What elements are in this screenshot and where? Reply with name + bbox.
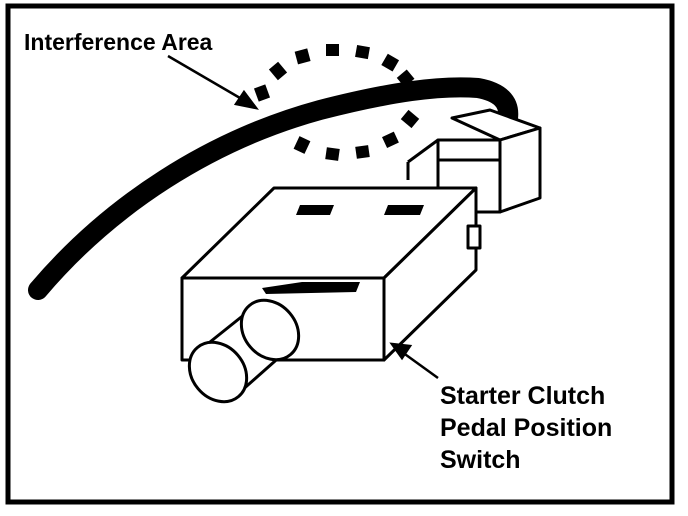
switch-arrowhead <box>389 342 413 361</box>
top-slots <box>296 205 424 215</box>
interference-area-label: Interference Area <box>24 29 213 55</box>
leader-arrows <box>167 54 439 380</box>
interference-arrowhead <box>233 89 259 110</box>
switch-leader <box>401 350 439 380</box>
plunger-rod <box>187 298 301 404</box>
wire-harness <box>28 77 519 300</box>
interference-zone-icon <box>253 44 420 161</box>
switch-label-line1: Starter Clutch <box>440 382 605 410</box>
switch-label-line3: Switch <box>440 446 521 474</box>
front-recess <box>262 282 360 294</box>
interference-leader <box>167 54 241 100</box>
switch-label-line2: Pedal Position <box>440 414 612 442</box>
